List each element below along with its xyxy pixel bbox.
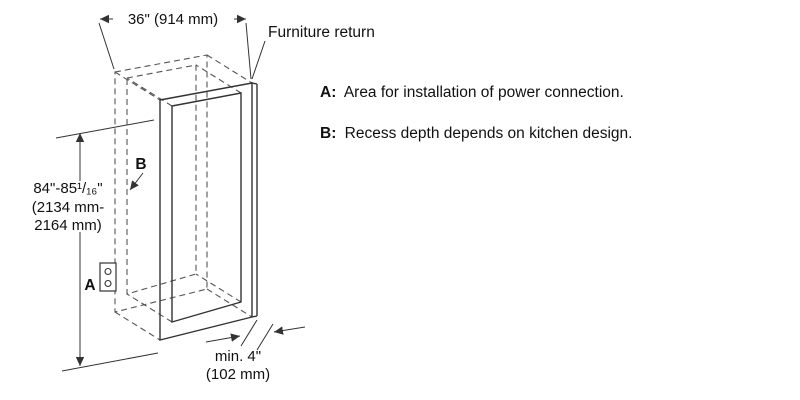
legend-b-text: Recess depth depends on kitchen design. — [345, 125, 633, 142]
dimension-height: 84"-85¹/₁₆" (2134 mm- 2164 mm) — [32, 119, 159, 372]
power-outlet-icon — [99, 262, 117, 292]
dimension-depth: min. 4" (102 mm) — [206, 319, 306, 383]
legend-a-text: Area for installation of power connectio… — [344, 84, 624, 101]
legend-a-label: A: — [320, 84, 336, 101]
legend-line-a: A: Area for installation of power connec… — [320, 84, 624, 101]
height-dimension-text-line2: (2134 mm- — [32, 199, 105, 216]
b-marker-label: B — [135, 156, 146, 173]
niche-frame-outline — [159, 82, 258, 341]
furniture-return-label: Furniture return — [268, 24, 375, 41]
a-marker-label: A — [84, 277, 95, 294]
legend: A: Area for installation of power connec… — [320, 84, 632, 142]
b-marker-callout: B — [129, 156, 147, 191]
legend-b-label: B: — [320, 125, 336, 142]
width-dimension-text: 36" (914 mm) — [128, 11, 218, 28]
recess-dashed-outline — [114, 54, 253, 341]
height-dimension-text-line1: 84"-85¹/₁₆" — [33, 180, 102, 197]
depth-dimension-text-line1: min. 4" — [215, 348, 261, 365]
legend-line-b: B: Recess depth depends on kitchen desig… — [320, 125, 632, 142]
height-dimension-text-line3: 2164 mm) — [34, 217, 102, 234]
furniture-return-callout: Furniture return — [251, 24, 375, 80]
depth-dimension-text-line2: (102 mm) — [206, 366, 270, 383]
dimension-width: 36" (914 mm) — [98, 11, 252, 80]
